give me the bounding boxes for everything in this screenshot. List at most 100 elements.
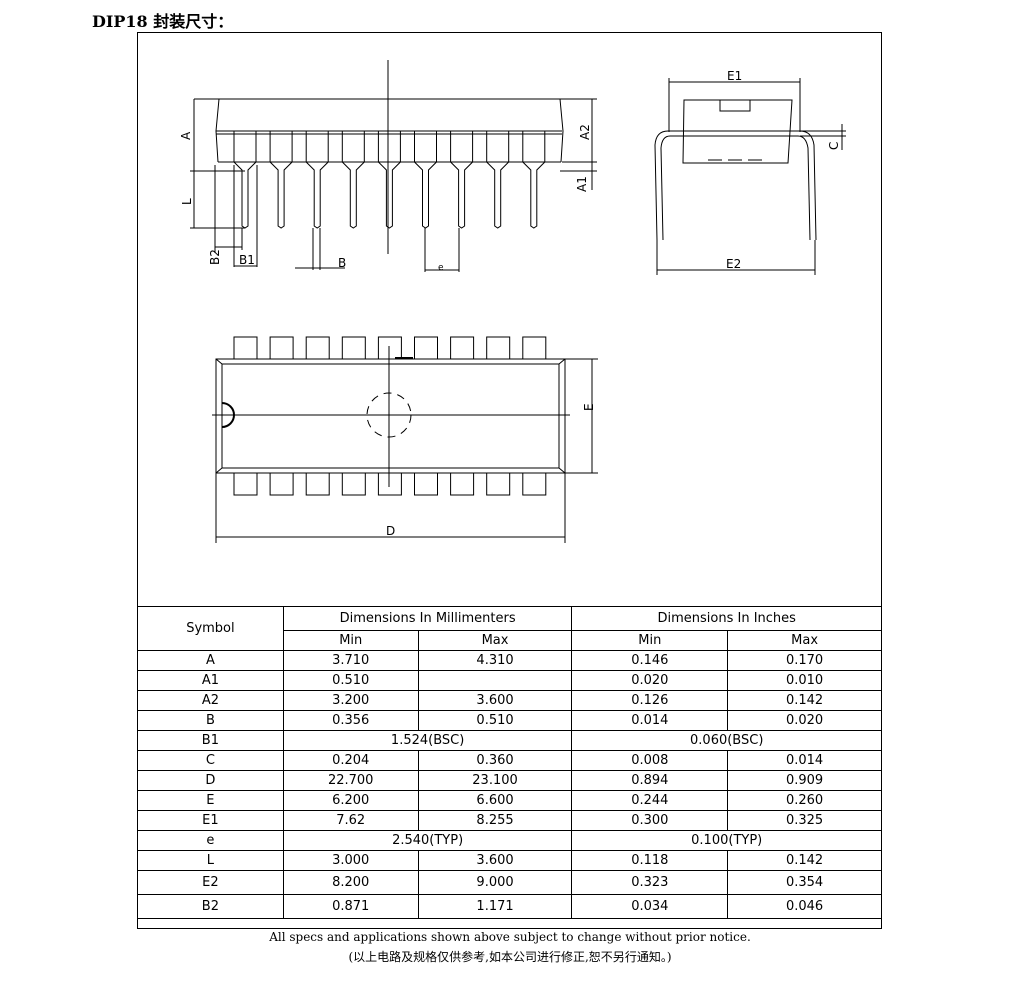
symbol-cell: E [137,790,284,811]
top-pin [377,336,402,360]
top-pin [269,336,294,360]
side-view [190,60,597,272]
label-L: L [180,198,194,205]
disclaimer-en: All specs and applications shown above s… [269,930,751,944]
in-max: 0.142 [727,690,882,711]
in-min: 0.244 [571,790,729,811]
in-value: 0.060(BSC) [571,730,882,751]
inch-header: Dimensions In Inches [571,606,882,631]
mm-max: 3.600 [417,690,573,711]
symbol-cell: E1 [137,810,284,831]
label-B: B [338,256,346,270]
in-value: 0.100(TYP) [571,830,882,851]
symbol-header: Symbol [137,606,284,651]
mm-max: 6.600 [417,790,573,811]
dimensions-table: Symbol Dimensions In Millimenters Dimens… [137,606,882,919]
mm-max: 0.360 [417,750,573,771]
label-B1: B1 [239,253,255,267]
side-pin [269,131,293,229]
symbol-cell: B1 [137,730,284,751]
top-pin [269,472,294,496]
top-pin [486,472,511,496]
mm-min: 22.700 [282,770,419,791]
in-min-header: Min [571,630,729,651]
in-min: 0.014 [571,710,729,731]
side-pin [522,131,546,229]
in-min: 0.300 [571,810,729,831]
top-pin [414,336,438,360]
top-pin [414,472,438,496]
top-pin [486,336,511,360]
symbol-cell: B [137,710,284,731]
in-max: 0.010 [727,670,882,691]
mm-max: 4.310 [417,650,573,671]
mm-max [417,670,573,691]
mm-min: 0.204 [282,750,419,771]
side-pin [341,131,365,229]
in-min: 0.894 [571,770,729,791]
disclaimer-cn: (以上电路及规格仅供参考,如本公司进行修正,恕不另行通知。) [348,950,672,964]
symbol-cell: L [137,850,284,871]
label-A: A [179,131,193,140]
symbol-cell: e [137,830,284,851]
label-E1: E1 [727,69,742,83]
mm-min: 7.62 [282,810,419,831]
end-view [654,78,846,275]
mm-max-header: Max [417,630,573,651]
mm-max: 8.255 [417,810,573,831]
in-min: 0.146 [571,650,729,671]
mm-header: Dimensions In Millimenters [282,606,573,631]
in-max: 0.142 [727,850,882,871]
top-pin [341,472,366,496]
top-pin [305,472,330,496]
mm-min: 0.510 [282,670,419,691]
mm-min: 6.200 [282,790,419,811]
page-title: DIP18 封装尺寸： [92,12,234,31]
mm-max: 3.600 [417,850,573,871]
label-A2: A2 [578,124,592,140]
label-E2: E2 [726,257,741,271]
top-pin [450,472,475,496]
label-e: e [438,263,444,273]
mm-min: 8.200 [282,870,419,895]
side-pin [486,131,510,229]
in-max: 0.020 [727,710,882,731]
top-pin [377,472,402,496]
in-max: 0.046 [727,894,882,919]
symbol-cell: A [137,650,284,671]
side-pin [305,131,329,229]
side-pin [233,131,257,229]
top-pin [233,472,258,496]
label-D: D [386,524,395,538]
side-pin [377,131,401,229]
mm-min: 3.200 [282,690,419,711]
in-min: 0.034 [571,894,729,919]
side-pin [414,131,437,229]
mm-min: 0.356 [282,710,419,731]
mm-value: 1.524(BSC) [282,730,573,751]
in-max: 0.354 [727,870,882,895]
in-max: 0.260 [727,790,882,811]
in-max: 0.170 [727,650,882,671]
mm-min: 0.871 [282,894,419,919]
top-pin [341,336,366,360]
symbol-cell: E2 [137,870,284,895]
in-max: 0.909 [727,770,882,791]
in-max: 0.325 [727,810,882,831]
in-max: 0.014 [727,750,882,771]
in-max-header: Max [727,630,882,651]
label-B2: B2 [208,249,222,265]
label-E: E [582,403,596,411]
